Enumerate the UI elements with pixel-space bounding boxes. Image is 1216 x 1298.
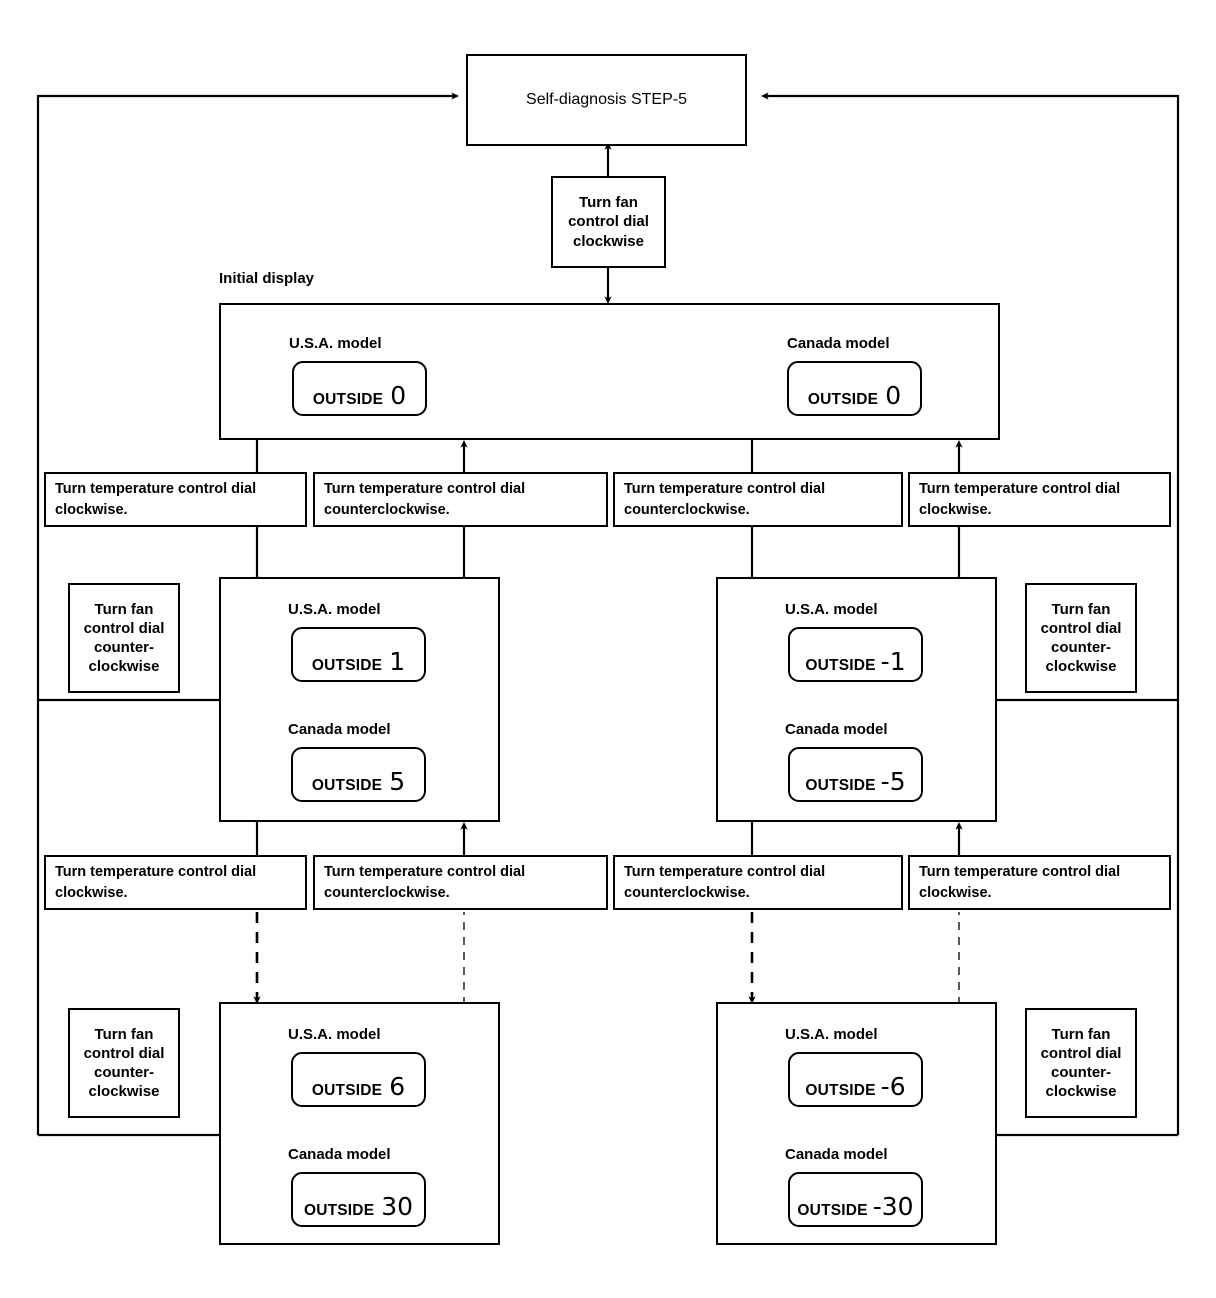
readout-canada-step30: OUTSIDE 30 — [291, 1172, 426, 1227]
instruction-temp-dial-ccw-3: Turn temperature control dial counterclo… — [313, 855, 608, 910]
usa-model-label: U.S.A. model — [785, 601, 878, 618]
usa-model-label: U.S.A. model — [288, 601, 381, 618]
readout-word: OUTSIDE — [311, 657, 383, 674]
readout-canada-step-neg5: OUTSIDE -5 — [788, 747, 923, 802]
instruction-text: Turn temperature control dial clockwise. — [919, 481, 1121, 518]
readout-value: 6 — [389, 1072, 406, 1101]
readout-usa-step-neg6: OUTSIDE -6 — [788, 1052, 923, 1107]
canada-model-label: Canada model — [288, 721, 391, 738]
instruction-text: Turn temperature control dial clockwise. — [55, 481, 257, 518]
readout-value: -30 — [872, 1192, 914, 1221]
instruction-temp-dial-cw-1: Turn temperature control dial clockwise. — [44, 472, 307, 527]
page-title: Self-diagnosis STEP-5 — [526, 91, 687, 108]
readout-value: 0 — [885, 381, 902, 410]
readout-value: 0 — [390, 381, 407, 410]
readout-word: OUTSIDE — [807, 391, 879, 408]
readout-canada-step1: OUTSIDE 5 — [291, 747, 426, 802]
usa-model-label: U.S.A. model — [785, 1026, 878, 1043]
readout-value: -1 — [880, 647, 906, 676]
canada-model-label: Canada model — [288, 1146, 391, 1163]
instruction-fan-dial-counterclockwise-right-2: Turn fan control dial counter- clockwise — [1025, 1008, 1137, 1118]
readout-usa-initial: OUTSIDE 0 — [292, 361, 427, 416]
instruction-fan-dial-counterclockwise-left-1: Turn fan control dial counter- clockwise — [68, 583, 180, 693]
readout-canada-initial: OUTSIDE 0 — [787, 361, 922, 416]
instruction-text: Turn fan control dial counter- clockwise — [83, 1025, 165, 1101]
readout-word: OUTSIDE — [311, 777, 383, 794]
readout-usa-step-neg1: OUTSIDE -1 — [788, 627, 923, 682]
readout-value: 5 — [389, 767, 406, 796]
instruction-temp-dial-cw-4: Turn temperature control dial clockwise. — [908, 855, 1171, 910]
instruction-text: Turn temperature control dial counterclo… — [324, 864, 526, 901]
readout-word: OUTSIDE — [303, 1202, 375, 1219]
instruction-temp-dial-cw-2: Turn temperature control dial clockwise. — [908, 472, 1171, 527]
canada-model-label: Canada model — [785, 721, 888, 738]
readout-value: 30 — [381, 1192, 414, 1221]
readout-canada-step-neg30: OUTSIDE -30 — [788, 1172, 923, 1227]
instruction-text: Turn fan control dial counter- clockwise — [1040, 600, 1122, 676]
instruction-fan-dial-clockwise: Turn fan control dial clockwise — [551, 176, 666, 268]
canada-model-label: Canada model — [785, 1146, 888, 1163]
initial-display-label: Initial display — [219, 270, 315, 287]
instruction-temp-dial-ccw-2: Turn temperature control dial counterclo… — [613, 472, 903, 527]
instruction-text: Turn temperature control dial clockwise. — [919, 864, 1121, 901]
instruction-text: Turn fan control dial clockwise — [568, 194, 649, 250]
instruction-temp-dial-ccw-4: Turn temperature control dial counterclo… — [613, 855, 903, 910]
readout-word: OUTSIDE — [797, 1202, 868, 1219]
readout-word: OUTSIDE — [805, 777, 876, 794]
instruction-fan-dial-counterclockwise-right-1: Turn fan control dial counter- clockwise — [1025, 583, 1137, 693]
usa-model-label: U.S.A. model — [289, 335, 382, 352]
usa-model-label: U.S.A. model — [288, 1026, 381, 1043]
readout-word: OUTSIDE — [312, 391, 384, 408]
readout-value: -6 — [880, 1072, 906, 1101]
canada-model-label: Canada model — [787, 335, 890, 352]
state-box-usa-neg1-canada-neg5: U.S.A. model OUTSIDE -1 Canada model OUT… — [716, 577, 997, 822]
readout-word: OUTSIDE — [805, 657, 876, 674]
readout-usa-step1: OUTSIDE 1 — [291, 627, 426, 682]
readout-value: 1 — [389, 647, 406, 676]
instruction-temp-dial-cw-3: Turn temperature control dial clockwise. — [44, 855, 307, 910]
instruction-text: Turn fan control dial counter- clockwise — [1040, 1025, 1122, 1101]
readout-word: OUTSIDE — [311, 1082, 383, 1099]
instruction-text: Turn temperature control dial counterclo… — [624, 864, 826, 901]
instruction-text: Turn temperature control dial counterclo… — [624, 481, 826, 518]
initial-display-box: U.S.A. model OUTSIDE 0 Canada model OUTS… — [219, 303, 1000, 440]
instruction-temp-dial-ccw-1: Turn temperature control dial counterclo… — [313, 472, 608, 527]
readout-word: OUTSIDE — [805, 1082, 876, 1099]
state-box-usa6-canada30: U.S.A. model OUTSIDE 6 Canada model OUTS… — [219, 1002, 500, 1245]
instruction-text: Turn temperature control dial counterclo… — [324, 481, 526, 518]
state-box-usa1-canada5: U.S.A. model OUTSIDE 1 Canada model OUTS… — [219, 577, 500, 822]
instruction-text: Turn fan control dial counter- clockwise — [83, 600, 165, 676]
readout-usa-step6: OUTSIDE 6 — [291, 1052, 426, 1107]
instruction-text: Turn temperature control dial clockwise. — [55, 864, 257, 901]
instruction-fan-dial-counterclockwise-left-2: Turn fan control dial counter- clockwise — [68, 1008, 180, 1118]
state-box-usa-neg6-canada-neg30: U.S.A. model OUTSIDE -6 Canada model OUT… — [716, 1002, 997, 1245]
self-diagnosis-step5-box: Self-diagnosis STEP-5 — [466, 54, 747, 146]
readout-value: -5 — [880, 767, 906, 796]
